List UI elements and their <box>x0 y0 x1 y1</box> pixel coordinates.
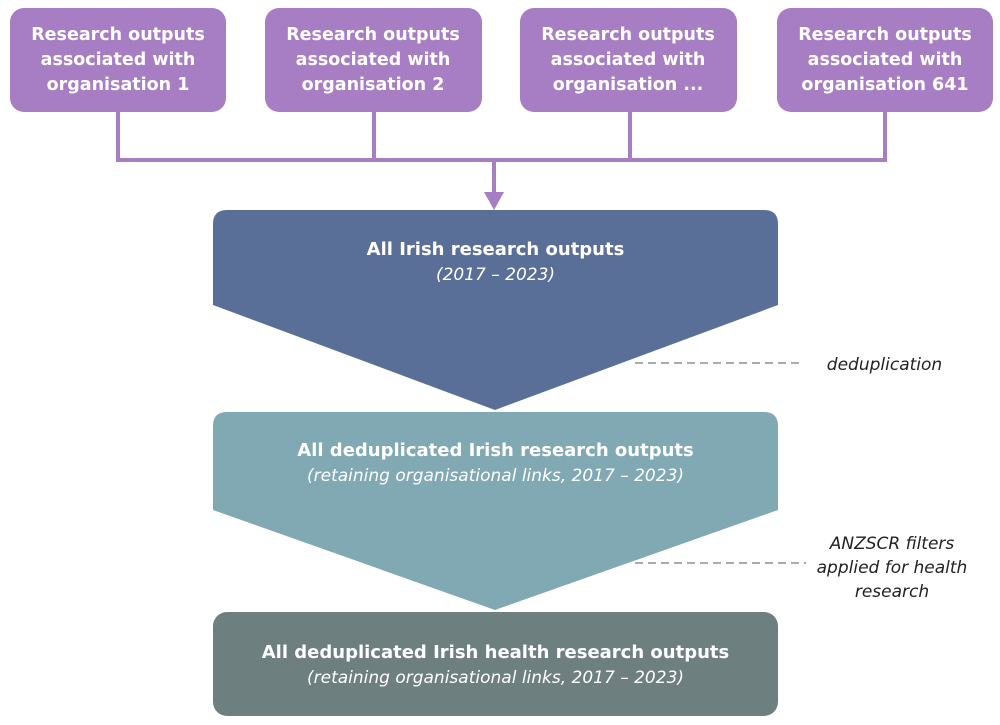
stage-subtitle: (retaining organisational links, 2017 – … <box>306 466 685 486</box>
step-deduplication-label: deduplication <box>826 355 943 375</box>
stage-title: All deduplicated Irish health research o… <box>261 642 730 663</box>
organisation-2-label: Research outputs associated with organis… <box>286 24 460 95</box>
organisation-box-4 <box>777 8 993 112</box>
connector-lines <box>116 112 887 194</box>
stage-health-shape <box>213 612 778 716</box>
organisation-1-label: Research outputs associated with organis… <box>31 24 205 95</box>
organisation-box-1 <box>10 8 226 112</box>
stage-all-irish: All Irish research outputs (2017 – 2023) <box>213 237 778 287</box>
organisation-boxes <box>10 8 993 112</box>
organisation-641-label: Research outputs associated with organis… <box>798 24 972 95</box>
step-anzscr-filters-label: ANZSCR filters applied for health resear… <box>816 534 968 602</box>
arrow-head-icon <box>484 192 504 210</box>
stage-deduplicated: All deduplicated Irish research outputs … <box>213 438 778 488</box>
stage-subtitle: (retaining organisational links, 2017 – … <box>306 668 685 688</box>
organisation-box-3 <box>520 8 737 112</box>
organisation-box-2 <box>265 8 482 112</box>
stage-health: All deduplicated Irish health research o… <box>213 640 778 690</box>
stage-subtitle: (2017 – 2023) <box>435 265 556 285</box>
stage-title: All Irish research outputs <box>366 239 625 260</box>
organisation-3-label: Research outputs associated with organis… <box>541 24 715 95</box>
stage-all-shape <box>213 210 778 410</box>
stage-dedup-shape <box>213 412 778 610</box>
stage-title: All deduplicated Irish research outputs <box>297 440 694 461</box>
